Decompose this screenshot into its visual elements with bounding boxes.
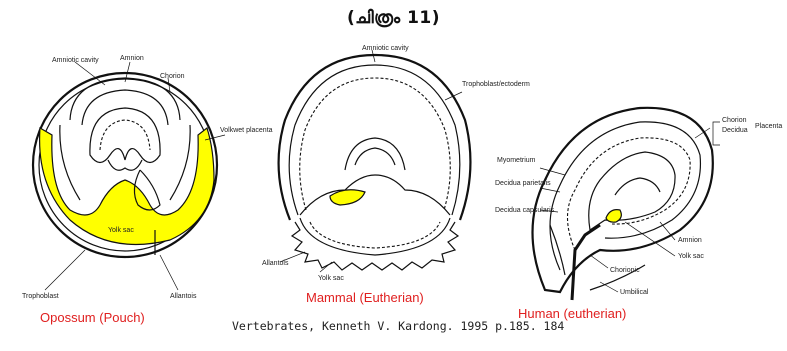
human-label-myometrium: Myometrium [497,157,536,164]
human-yolk-sac [606,210,621,223]
opossum-diagram: Amniotic cavity Amnion Chorion Volkwet p… [22,55,273,325]
source-credit: Vertebrates, Kenneth V. Kardong. 1995 p.… [232,319,564,333]
human-label-chorionic: Chorionic [610,267,640,274]
human-label-amnion: Amnion [678,237,702,244]
opossum-label-trophoblast: Trophoblast [22,293,59,300]
mammal-label-allantois: Allantois [262,260,289,267]
mammal-diagram: Amniotic cavity Trophoblast/ectoderm All… [262,45,530,305]
mammal-label-trophoblast: Trophoblast/ectoderm [462,81,530,88]
mammal-caption: Mammal (Eutherian) [306,290,424,305]
human-label-decidua-capsularis: Decidua capsularis [495,207,555,214]
opossum-label-allantois: Allantois [170,293,197,300]
mammal-label-yolk-sac: Yolk sac [318,275,344,282]
human-label-decidua-parietalis: Decidua parietalis [495,180,551,187]
human-label-chorion: Chorion [722,117,747,124]
human-label-umbilical: Umbilical [620,289,649,296]
opossum-label-amnion: Amnion [120,55,144,62]
mammal-allantois-yellow [330,190,365,205]
human-label-decidua: Decidua [722,127,748,134]
opossum-label-yolk-sac: Yolk sac [108,227,134,234]
human-label-placenta: Placenta [755,123,782,130]
opossum-caption: Opossum (Pouch) [40,310,145,325]
mammal-label-amniotic-cavity: Amniotic cavity [362,45,409,52]
opossum-label-chorion: Chorion [160,73,185,80]
opossum-label-amniotic-cavity: Amniotic cavity [52,57,99,64]
human-diagram: Chorion Decidua Placenta Myometrium Deci… [495,108,782,321]
opossum-label-placenta: Volkwet placenta [220,127,273,134]
human-label-yolk-sac: Yolk sac [678,253,704,260]
